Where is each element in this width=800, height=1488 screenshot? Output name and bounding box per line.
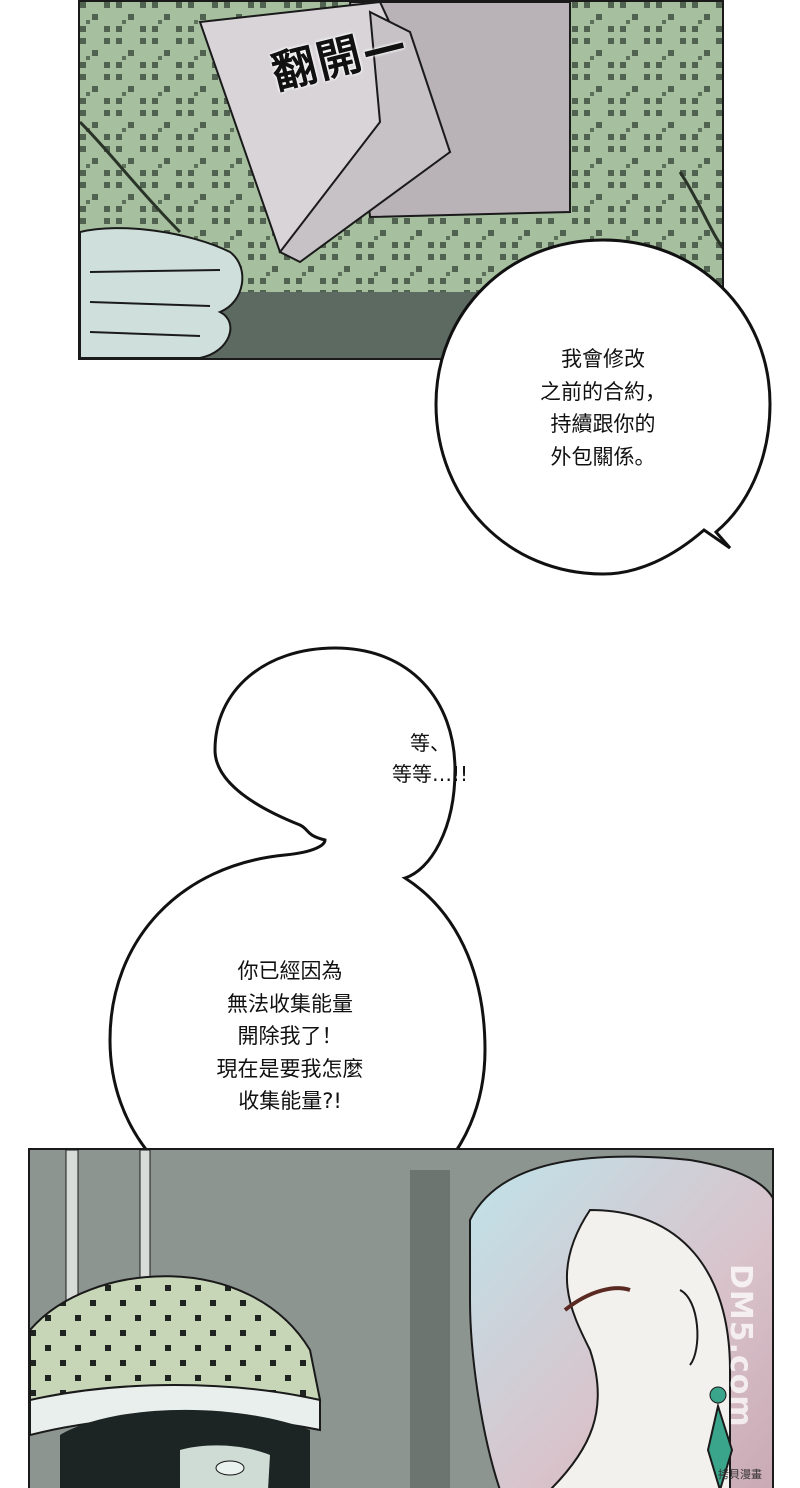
speech-bubble-contract	[434, 238, 772, 576]
bubble-line: 現在是要我怎麼	[216, 1056, 364, 1081]
bubble-line: 等等…!!	[391, 762, 469, 786]
bubble-line: 收集能量?!	[238, 1089, 342, 1114]
bubble-line: 你已經因為	[237, 959, 343, 983]
bubble-line: 無法收集能量	[227, 991, 353, 1016]
panel-bottom-art	[30, 1150, 772, 1488]
bubble-wait-text: 等、 等等…!!	[330, 728, 530, 790]
manga-panel-bottom: DM5.com 拷貝漫畫	[28, 1148, 774, 1488]
bubble-fired-text: 你已經因為 無法收集能量 開除我了！ 現在是要我怎麼 收集能量?!	[165, 955, 415, 1118]
watermark-logo: DM5.com	[723, 1264, 758, 1428]
bubble-contract-text: 我會修改 之前的合約， 持續跟你的 外包關係。	[478, 343, 728, 473]
bubble-line: 等、	[410, 731, 450, 755]
bubble-line: 持續跟你的	[550, 412, 656, 437]
watermark-credit: 拷貝漫畫	[718, 1468, 762, 1481]
bubble-line: 我會修改	[561, 347, 645, 371]
bubble-line: 外包關係。	[550, 444, 656, 469]
bubble-line: 開除我了！	[237, 1024, 343, 1049]
bubble-line: 之前的合約，	[540, 379, 666, 404]
